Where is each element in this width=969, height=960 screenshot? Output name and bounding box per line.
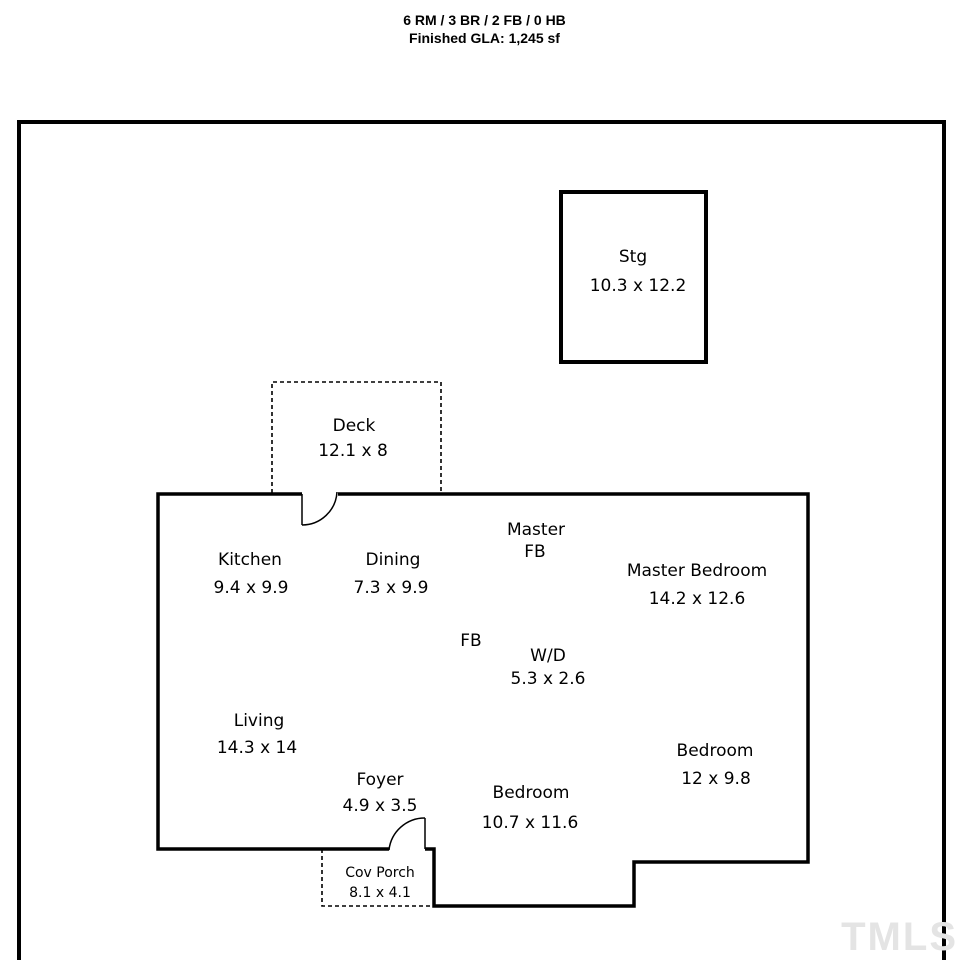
- dining-label: Dining: [366, 550, 421, 570]
- front-door: [388, 817, 426, 853]
- watermark: TMLS: [841, 915, 958, 959]
- living-dims: 14.3 x 14: [217, 738, 297, 758]
- wd-dims: 5.3 x 2.6: [511, 669, 586, 689]
- bedroom-center-dims: 10.7 x 11.6: [482, 813, 579, 833]
- room-summary: 6 RM / 3 BR / 2 FB / 0 HB: [403, 12, 566, 28]
- bedroom-right-dims: 12 x 9.8: [681, 769, 751, 789]
- bedroom-center-label: Bedroom: [493, 783, 570, 803]
- master-bedroom-dims: 14.2 x 12.6: [649, 589, 746, 609]
- storage-outline: [559, 190, 708, 364]
- master-fb-label-line2: FB: [524, 542, 545, 562]
- master-bedroom-label: Master Bedroom: [627, 561, 767, 581]
- cov-porch-dims: 8.1 x 4.1: [349, 885, 411, 901]
- living-label: Living: [234, 711, 285, 731]
- dining-dims: 7.3 x 9.9: [354, 578, 429, 598]
- stg-label: Stg: [619, 247, 647, 267]
- wd-label: W/D: [530, 646, 566, 666]
- bedroom-right-label: Bedroom: [677, 741, 754, 761]
- deck-label: Deck: [333, 416, 376, 436]
- fb-label: FB: [460, 631, 481, 651]
- stg-dims: 10.3 x 12.2: [590, 276, 687, 296]
- deck-dims: 12.1 x 8: [318, 441, 388, 461]
- cov-porch-label: Cov Porch: [345, 865, 415, 881]
- lot-boundary: [17, 120, 946, 960]
- deck-door: [301, 490, 338, 526]
- plan-header: 6 RM / 3 BR / 2 FB / 0 HB Finished GLA: …: [0, 11, 969, 47]
- kitchen-label: Kitchen: [218, 550, 282, 570]
- kitchen-dims: 9.4 x 9.9: [214, 578, 289, 598]
- deck-outline: [271, 381, 442, 493]
- cov-porch-outline: [321, 849, 433, 907]
- finished-gla: Finished GLA: 1,245 sf: [409, 30, 560, 46]
- house-outline: [156, 492, 810, 908]
- foyer-dims: 4.9 x 3.5: [343, 796, 418, 816]
- master-fb-label-line1: Master: [507, 520, 565, 540]
- foyer-label: Foyer: [356, 770, 403, 790]
